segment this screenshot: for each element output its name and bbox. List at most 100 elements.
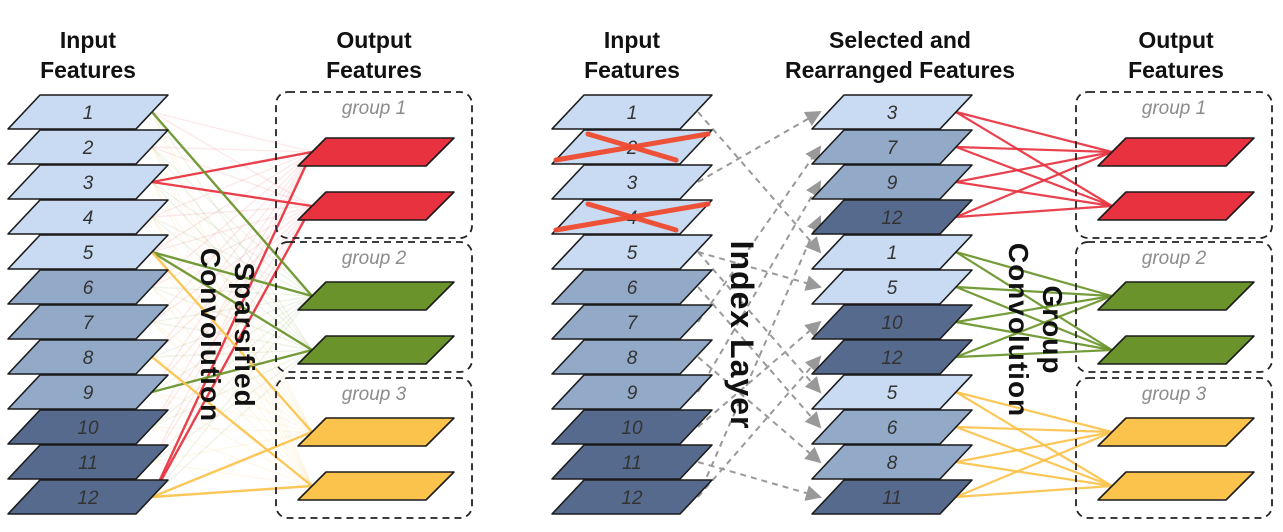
faint-connection — [151, 111, 313, 351]
faint-connection — [151, 146, 313, 207]
right-output-plate-y2 — [1097, 471, 1255, 501]
faint-connection — [151, 181, 313, 433]
faint-connection — [151, 251, 313, 487]
rearranged-num-5: 1 — [887, 243, 898, 264]
sparse-connection-red — [151, 150, 313, 184]
rearranged-plate-12 — [811, 479, 973, 515]
left-input-plate-2 — [7, 129, 169, 165]
group-3-label-right: group 3 — [1142, 384, 1207, 405]
right-input-plate-7 — [551, 304, 713, 340]
group-connection-green — [955, 294, 1113, 324]
index-arrow-1-to-5 — [697, 111, 822, 254]
rearranged-num-8: 12 — [881, 348, 903, 369]
faint-connection — [151, 216, 313, 351]
right-input-num-9: 9 — [627, 383, 638, 404]
left-input-num-4: 4 — [83, 208, 94, 229]
faint-connection — [151, 151, 313, 428]
left-input-plate-7 — [7, 304, 169, 340]
left-input-num-12: 12 — [77, 488, 99, 509]
index-arrow-6-to-10 — [697, 286, 822, 429]
faint-connection — [151, 286, 313, 487]
rearranged-num-10: 6 — [887, 418, 898, 439]
left-input-num-11: 11 — [78, 453, 98, 474]
sparse-connection-green — [151, 250, 313, 352]
sparsified-label-line2: Convolution — [195, 248, 226, 422]
right-output-header-line2: Features — [1128, 57, 1224, 83]
right-input-num-12: 12 — [621, 488, 643, 509]
faint-connection — [151, 286, 313, 351]
right-output-plate-r2 — [1097, 191, 1255, 221]
faint-connection — [151, 181, 313, 351]
faint-connection — [151, 146, 313, 297]
right-output-header-line1: Output — [1138, 27, 1214, 53]
faint-connection — [151, 205, 313, 358]
group-connection-red — [955, 110, 1113, 154]
faint-connection — [151, 146, 313, 433]
rearranged-num-3: 9 — [887, 173, 898, 194]
left-input-plate-9 — [7, 374, 169, 410]
right-input-num-3: 3 — [627, 173, 638, 194]
faint-connection — [151, 349, 313, 428]
right-input-plate-8 — [551, 339, 713, 375]
right-input-num-11: 11 — [622, 453, 642, 474]
index-arrow-12-to-8 — [697, 355, 822, 498]
group-connection-green — [955, 294, 1113, 359]
faint-connection — [151, 295, 313, 323]
rearranged-num-1: 3 — [887, 103, 898, 124]
group-connection-yellow — [955, 390, 1113, 434]
cross-out-mark — [585, 201, 679, 233]
index-arrow-12-to-4 — [697, 215, 822, 498]
group-connection-red — [955, 150, 1113, 184]
right-output-plate-r1 — [1097, 137, 1255, 167]
rearranged-plate-4 — [811, 199, 973, 235]
left-input-num-1: 1 — [83, 103, 94, 124]
group-2-label-right: group 2 — [1142, 248, 1207, 269]
right-input-plate-6 — [551, 269, 713, 305]
left-input-num-3: 3 — [83, 173, 94, 194]
left-input-plate-12 — [7, 479, 169, 515]
group-connection-red — [955, 150, 1113, 219]
sparsified-label-line1: Sparsified — [229, 262, 260, 407]
group-connection-green — [955, 250, 1113, 298]
index-layer-label-text: Index Layer — [724, 241, 760, 430]
group-1-label-left: group 1 — [342, 98, 406, 119]
group-3-label-left: group 3 — [342, 384, 407, 405]
group-connection-yellow — [955, 425, 1113, 488]
group-1-label-right: group 1 — [1142, 98, 1206, 119]
faint-connection — [151, 151, 313, 463]
group-convolution-connections — [955, 110, 1113, 499]
group-connection-yellow — [955, 460, 1113, 488]
left-input-num-9: 9 — [83, 383, 94, 404]
left-input-num-10: 10 — [77, 418, 99, 439]
faint-connection — [151, 295, 313, 498]
right-input-plate-10 — [551, 409, 713, 445]
faint-connection — [151, 295, 313, 393]
group-connection-green — [955, 320, 1113, 352]
left-output-header-line2: Features — [326, 57, 422, 83]
right-input-plate-12 — [551, 479, 713, 515]
index-arrow-9-to-3 — [697, 180, 822, 393]
group-connection-red — [955, 204, 1113, 219]
index-arrow-7-to-2 — [697, 145, 822, 323]
left-input-num-6: 6 — [83, 278, 94, 299]
left-input-plate-5 — [7, 234, 169, 270]
sparse-connection-red — [150, 205, 314, 498]
rearranged-num-9: 5 — [887, 383, 898, 404]
faint-connection — [151, 151, 313, 288]
faint-connection — [151, 321, 313, 351]
faint-connection — [151, 205, 313, 253]
group-connection-yellow — [955, 430, 1113, 499]
rearranged-num-7: 10 — [881, 313, 903, 334]
right-input-num-7: 7 — [627, 313, 639, 334]
sparse-connection-yellow — [151, 356, 313, 487]
right-input-plate-3 — [551, 164, 713, 200]
rearranged-num-12: 11 — [882, 488, 902, 509]
right-input-plate-5 — [551, 234, 713, 270]
sparse-connection-yellow — [151, 484, 313, 499]
left-input-num-8: 8 — [83, 348, 94, 369]
left-input-plate-10 — [7, 409, 169, 445]
group-connection-green — [955, 251, 1113, 351]
